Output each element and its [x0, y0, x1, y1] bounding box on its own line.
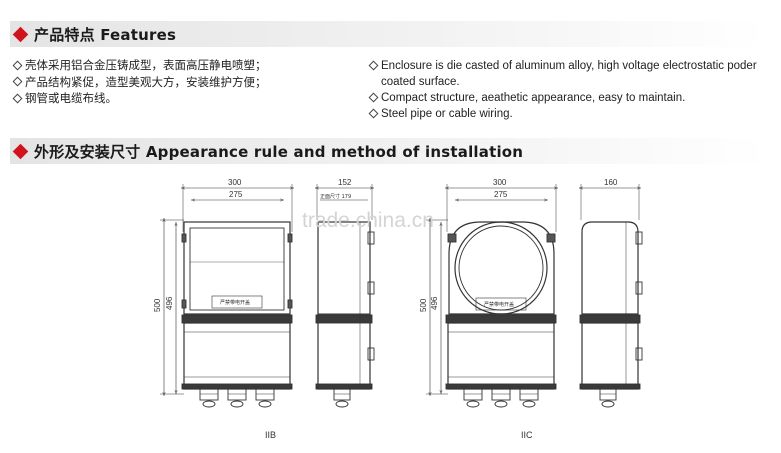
- iic-front-view: [426, 184, 556, 408]
- feature-item-en: Steel pipe or cable wiring.: [368, 106, 757, 122]
- iic-mount-height-dim: 496: [430, 296, 439, 310]
- hollow-diamond-icon: [368, 108, 379, 119]
- iib-height-dim: 500: [153, 298, 162, 312]
- watermark: trade.china.cn: [302, 209, 434, 232]
- installation-title: 外形及安装尺寸 Appearance rule and method of in…: [34, 142, 524, 161]
- iib-depth-note: 正面尺寸 179: [320, 193, 351, 200]
- hollow-diamond-icon: [12, 60, 23, 71]
- red-diamond-icon: [12, 143, 29, 159]
- iic-height-dim: 500: [419, 298, 428, 312]
- hollow-diamond-icon: [368, 92, 379, 103]
- iic-warning-plate-text: 严禁带电开盖: [484, 301, 514, 308]
- iib-front-view: [160, 184, 292, 408]
- iic-mount-width-dim: 275: [494, 190, 508, 199]
- iic-width-dim: 300: [493, 178, 507, 187]
- feature-item-en: Enclosure is die casted of aluminum allo…: [368, 58, 757, 74]
- hollow-diamond-icon: [12, 93, 23, 104]
- installation-header: 外形及安装尺寸 Appearance rule and method of in…: [10, 138, 768, 164]
- hollow-diamond-icon: [368, 60, 379, 71]
- iib-mount-width-dim: 275: [229, 190, 243, 199]
- red-diamond-icon: [12, 26, 29, 42]
- feature-item-en: Compact structure, aeathetic appearance,…: [368, 90, 757, 106]
- feature-item-cn: 产品结构紧促，造型美观大方，安装维护方便；: [12, 75, 267, 92]
- iib-depth-dim: 152: [338, 178, 352, 187]
- iic-depth-dim: 160: [604, 178, 618, 187]
- features-list-cn: 壳体采用铝合金压铸成型，表面高压静电喷塑； 产品结构紧促，造型美观大方，安装维护…: [12, 58, 267, 108]
- iib-width-dim: 300: [228, 178, 242, 187]
- feature-item-cn: 钢管或电缆布线。: [12, 91, 267, 108]
- iic-label: IIC: [521, 430, 533, 440]
- features-list-en: Enclosure is die casted of aluminum allo…: [368, 58, 757, 122]
- iib-mount-height-dim: 496: [165, 296, 174, 310]
- features-header: 产品特点 Features: [10, 21, 768, 47]
- features-title: 产品特点 Features: [34, 25, 177, 44]
- feature-item-en-cont: coated surface.: [381, 76, 460, 88]
- technical-drawings: 300 275 500 496 严禁带电开盖 152 正面尺寸 179 IIB: [153, 178, 643, 440]
- iib-side-view: [316, 184, 375, 408]
- hollow-diamond-icon: [12, 77, 23, 87]
- iib-label: IIB: [265, 430, 276, 440]
- feature-item-cn: 壳体采用铝合金压铸成型，表面高压静电喷塑；: [12, 58, 267, 75]
- iib-warning-plate-text: 严禁带电开盖: [220, 299, 250, 306]
- iic-side-view: [580, 184, 643, 408]
